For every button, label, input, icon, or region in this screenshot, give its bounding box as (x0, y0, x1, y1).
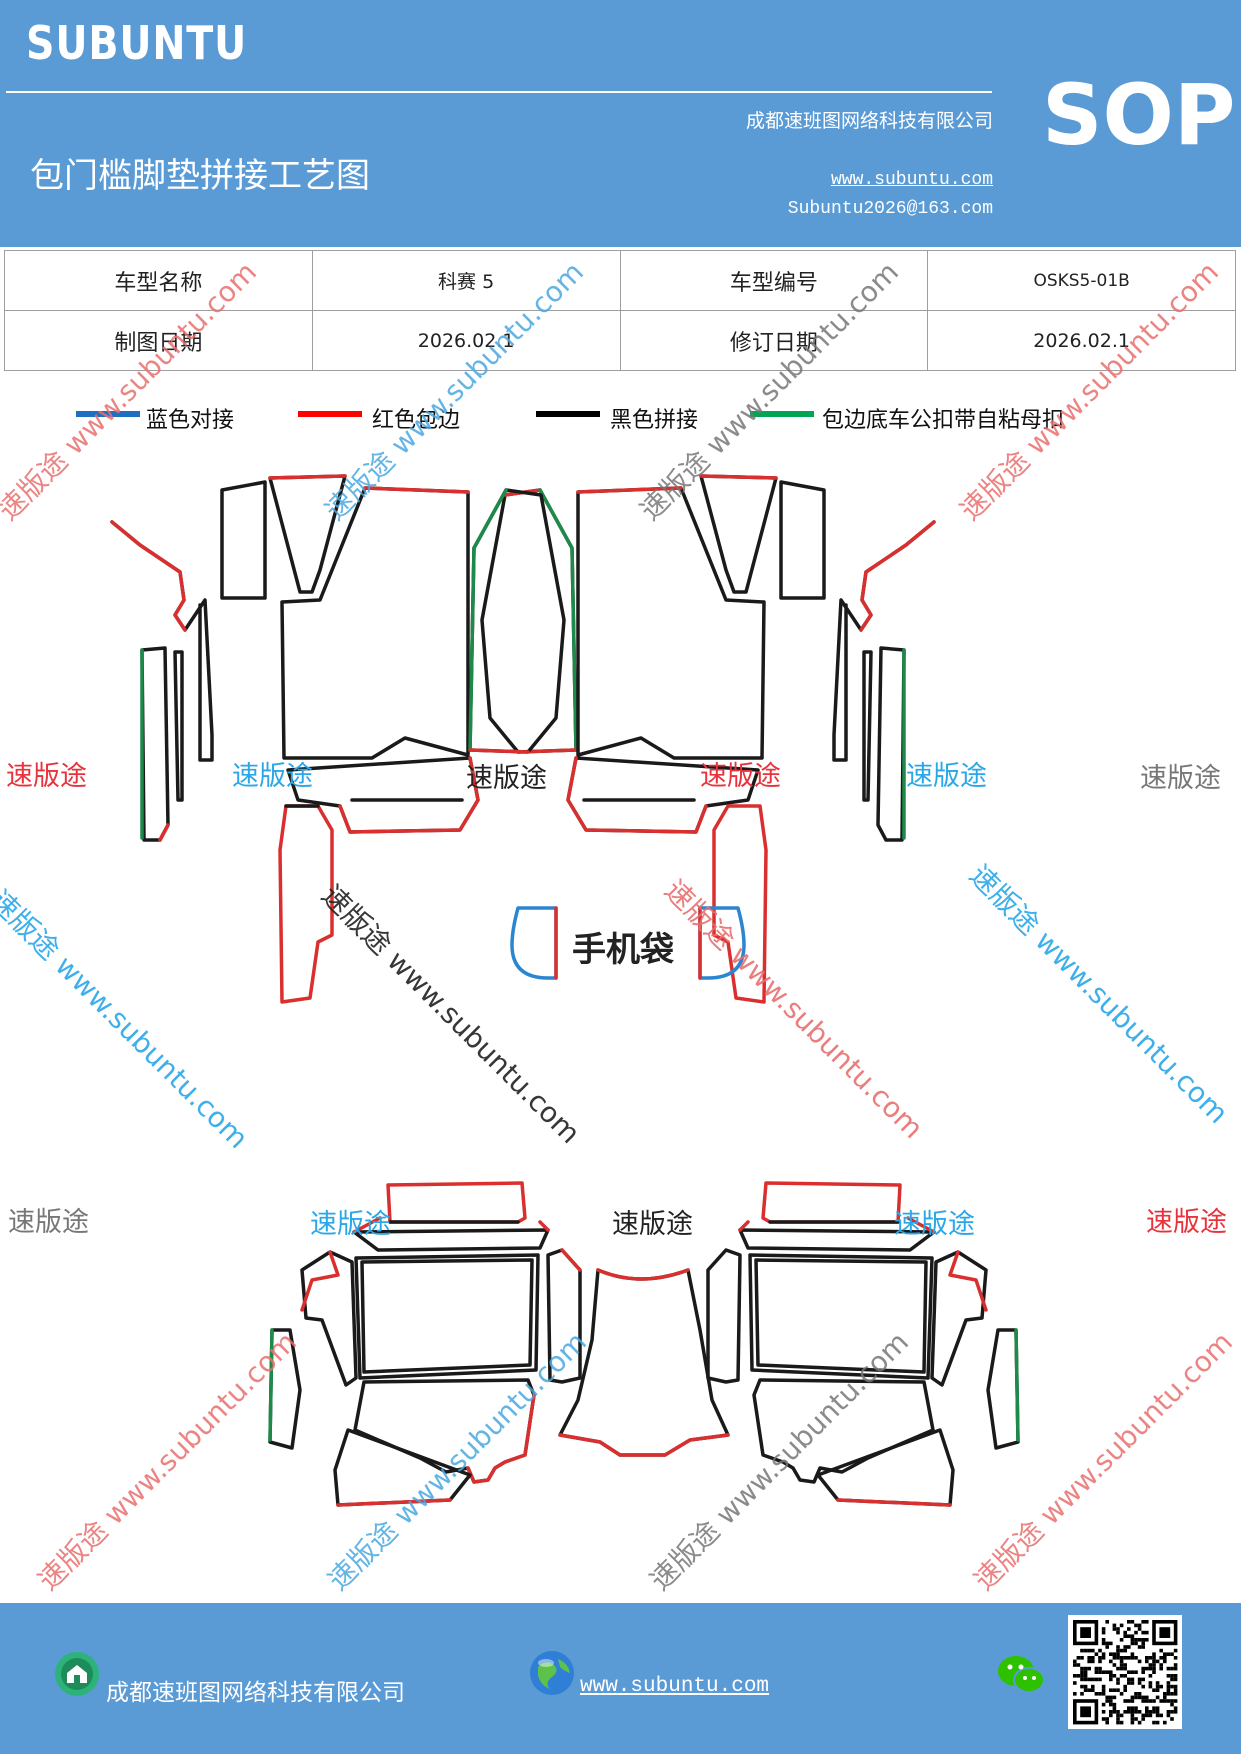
header-email[interactable]: Subuntu2026@163.com (787, 199, 993, 219)
legend-swatch-red (298, 411, 362, 417)
revise-date-value: 2026.02.1 (927, 310, 1236, 371)
legend-swatch-black (536, 411, 600, 417)
header-website-link[interactable]: www.subuntu.com (830, 170, 993, 190)
rear-left-mat (268, 1181, 582, 1507)
watermark-brand: 速版途 (232, 761, 313, 792)
front-left-mat (110, 474, 578, 1004)
header-banner: SUBUNTU 成都速班图网络科技有限公司 包门槛脚垫拼接工艺图 www.sub… (0, 0, 1241, 247)
phone-pocket-label: 手机袋 (572, 930, 674, 970)
page-title: 包门槛脚垫拼接工艺图 (30, 156, 370, 196)
draw-date-value: 2026.02.1 (311, 310, 621, 371)
watermark-brand: 速版途 (894, 1209, 975, 1240)
table-row: 制图日期 2026.02.1 修订日期 2026.02.1 (4, 310, 1236, 371)
legend-label: 黑色拼接 (610, 408, 699, 433)
home-badge-icon (55, 1652, 99, 1696)
model-info-table: 车型名称 科赛 5 车型编号 OSKS5-01B 制图日期 2026.02.1 … (4, 250, 1236, 371)
qr-code[interactable] (1068, 1615, 1182, 1729)
legend-swatch-green (750, 411, 814, 417)
legend-label: 包边底车公扣带自粘母扣 (822, 408, 1065, 433)
watermark-brand: 速版途 (612, 1209, 693, 1240)
watermark-brand: 速版途 (1140, 763, 1221, 794)
front-right-mat (468, 474, 936, 1004)
legend-label: 蓝色对接 (146, 408, 235, 433)
legend-swatch-blue (76, 411, 140, 417)
brand-logo-text: SUBUNTU (26, 16, 248, 70)
watermark-brand: 速版途 (1146, 1207, 1227, 1238)
revise-date-label: 修订日期 (619, 310, 929, 371)
footer-banner: 成都速班图网络科技有限公司 www.subuntu.com (0, 1603, 1241, 1754)
footer-website-link[interactable]: www.subuntu.com (580, 1675, 770, 1698)
qr-code-pattern (1073, 1620, 1178, 1725)
model-code-label: 车型编号 (619, 250, 929, 311)
center-tunnel-piece (558, 1268, 730, 1457)
model-name-label: 车型名称 (4, 250, 313, 311)
legend-label: 红色包边 (372, 408, 461, 433)
rear-right-mat (706, 1181, 1020, 1507)
draw-date-label: 制图日期 (4, 310, 313, 371)
watermark-brand: 速版途 (8, 1207, 89, 1238)
watermark-brand: 速版途 (700, 761, 781, 792)
watermark-brand: 速版途 (466, 763, 547, 794)
header-divider (6, 91, 992, 93)
footer-company: 成都速班图网络科技有限公司 (106, 1680, 405, 1706)
watermark-brand: 速版途 (906, 761, 987, 792)
header-company: 成都速班图网络科技有限公司 (745, 110, 993, 132)
phone-pocket (510, 906, 746, 980)
globe-icon (530, 1651, 574, 1695)
watermark-brand: 速版途 (310, 1209, 391, 1240)
sop-badge: SOP (1042, 66, 1236, 164)
model-name-value: 科赛 5 (311, 250, 621, 311)
watermark-brand: 速版途 (6, 761, 87, 792)
wechat-icon (998, 1656, 1045, 1693)
